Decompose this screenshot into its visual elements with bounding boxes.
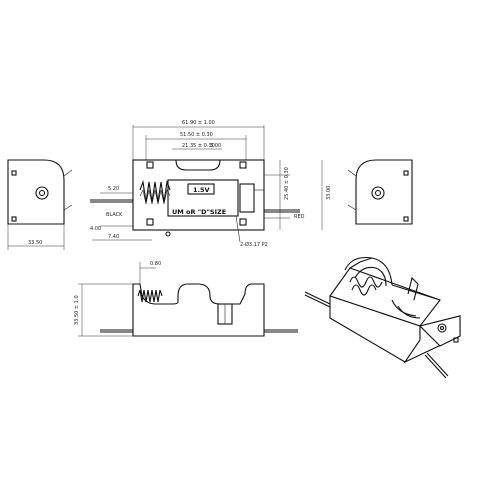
dim-slot-width: 21.35 ± 0.30 <box>182 143 215 149</box>
right-side-view <box>347 159 413 225</box>
wire-red-label: RED <box>294 214 305 220</box>
dim-overall-width: 61.90 ± 1.00 <box>182 120 215 126</box>
dim-side-height: 33.00 <box>326 186 332 200</box>
front-view: 33.50 ± 1.0 0.80 <box>74 261 298 337</box>
isometric-view <box>304 256 461 379</box>
dim-left-side-width: 33.50 <box>28 240 42 246</box>
dim-bottom-small: 0.80 <box>150 261 161 267</box>
dim-low-left: 7.40 <box>108 234 119 240</box>
label-cell-type: UM oR "D"SIZE <box>172 208 226 216</box>
wire-black-label: BLACK <box>106 212 123 218</box>
top-view: 61.90 ± 1.00 51.50 ± 0.30 21.35 ± 0.30 3… <box>90 120 332 248</box>
dim-side-offset: 5.20 <box>108 186 119 192</box>
dim-top-small: 3.00 <box>210 143 221 149</box>
label-voltage: 1.5V <box>193 186 210 194</box>
dim-small-height: 4.00 <box>90 226 101 232</box>
dim-front-height: 33.50 ± 1.0 <box>74 295 80 325</box>
dim-height-top: 25.40 ± 0.30 <box>284 167 290 200</box>
dim-inner-width: 51.50 ± 0.30 <box>180 132 213 138</box>
left-side-view: 33.50 <box>7 159 73 250</box>
hole-callout: 2-Ø3.17 P2 <box>240 241 268 248</box>
